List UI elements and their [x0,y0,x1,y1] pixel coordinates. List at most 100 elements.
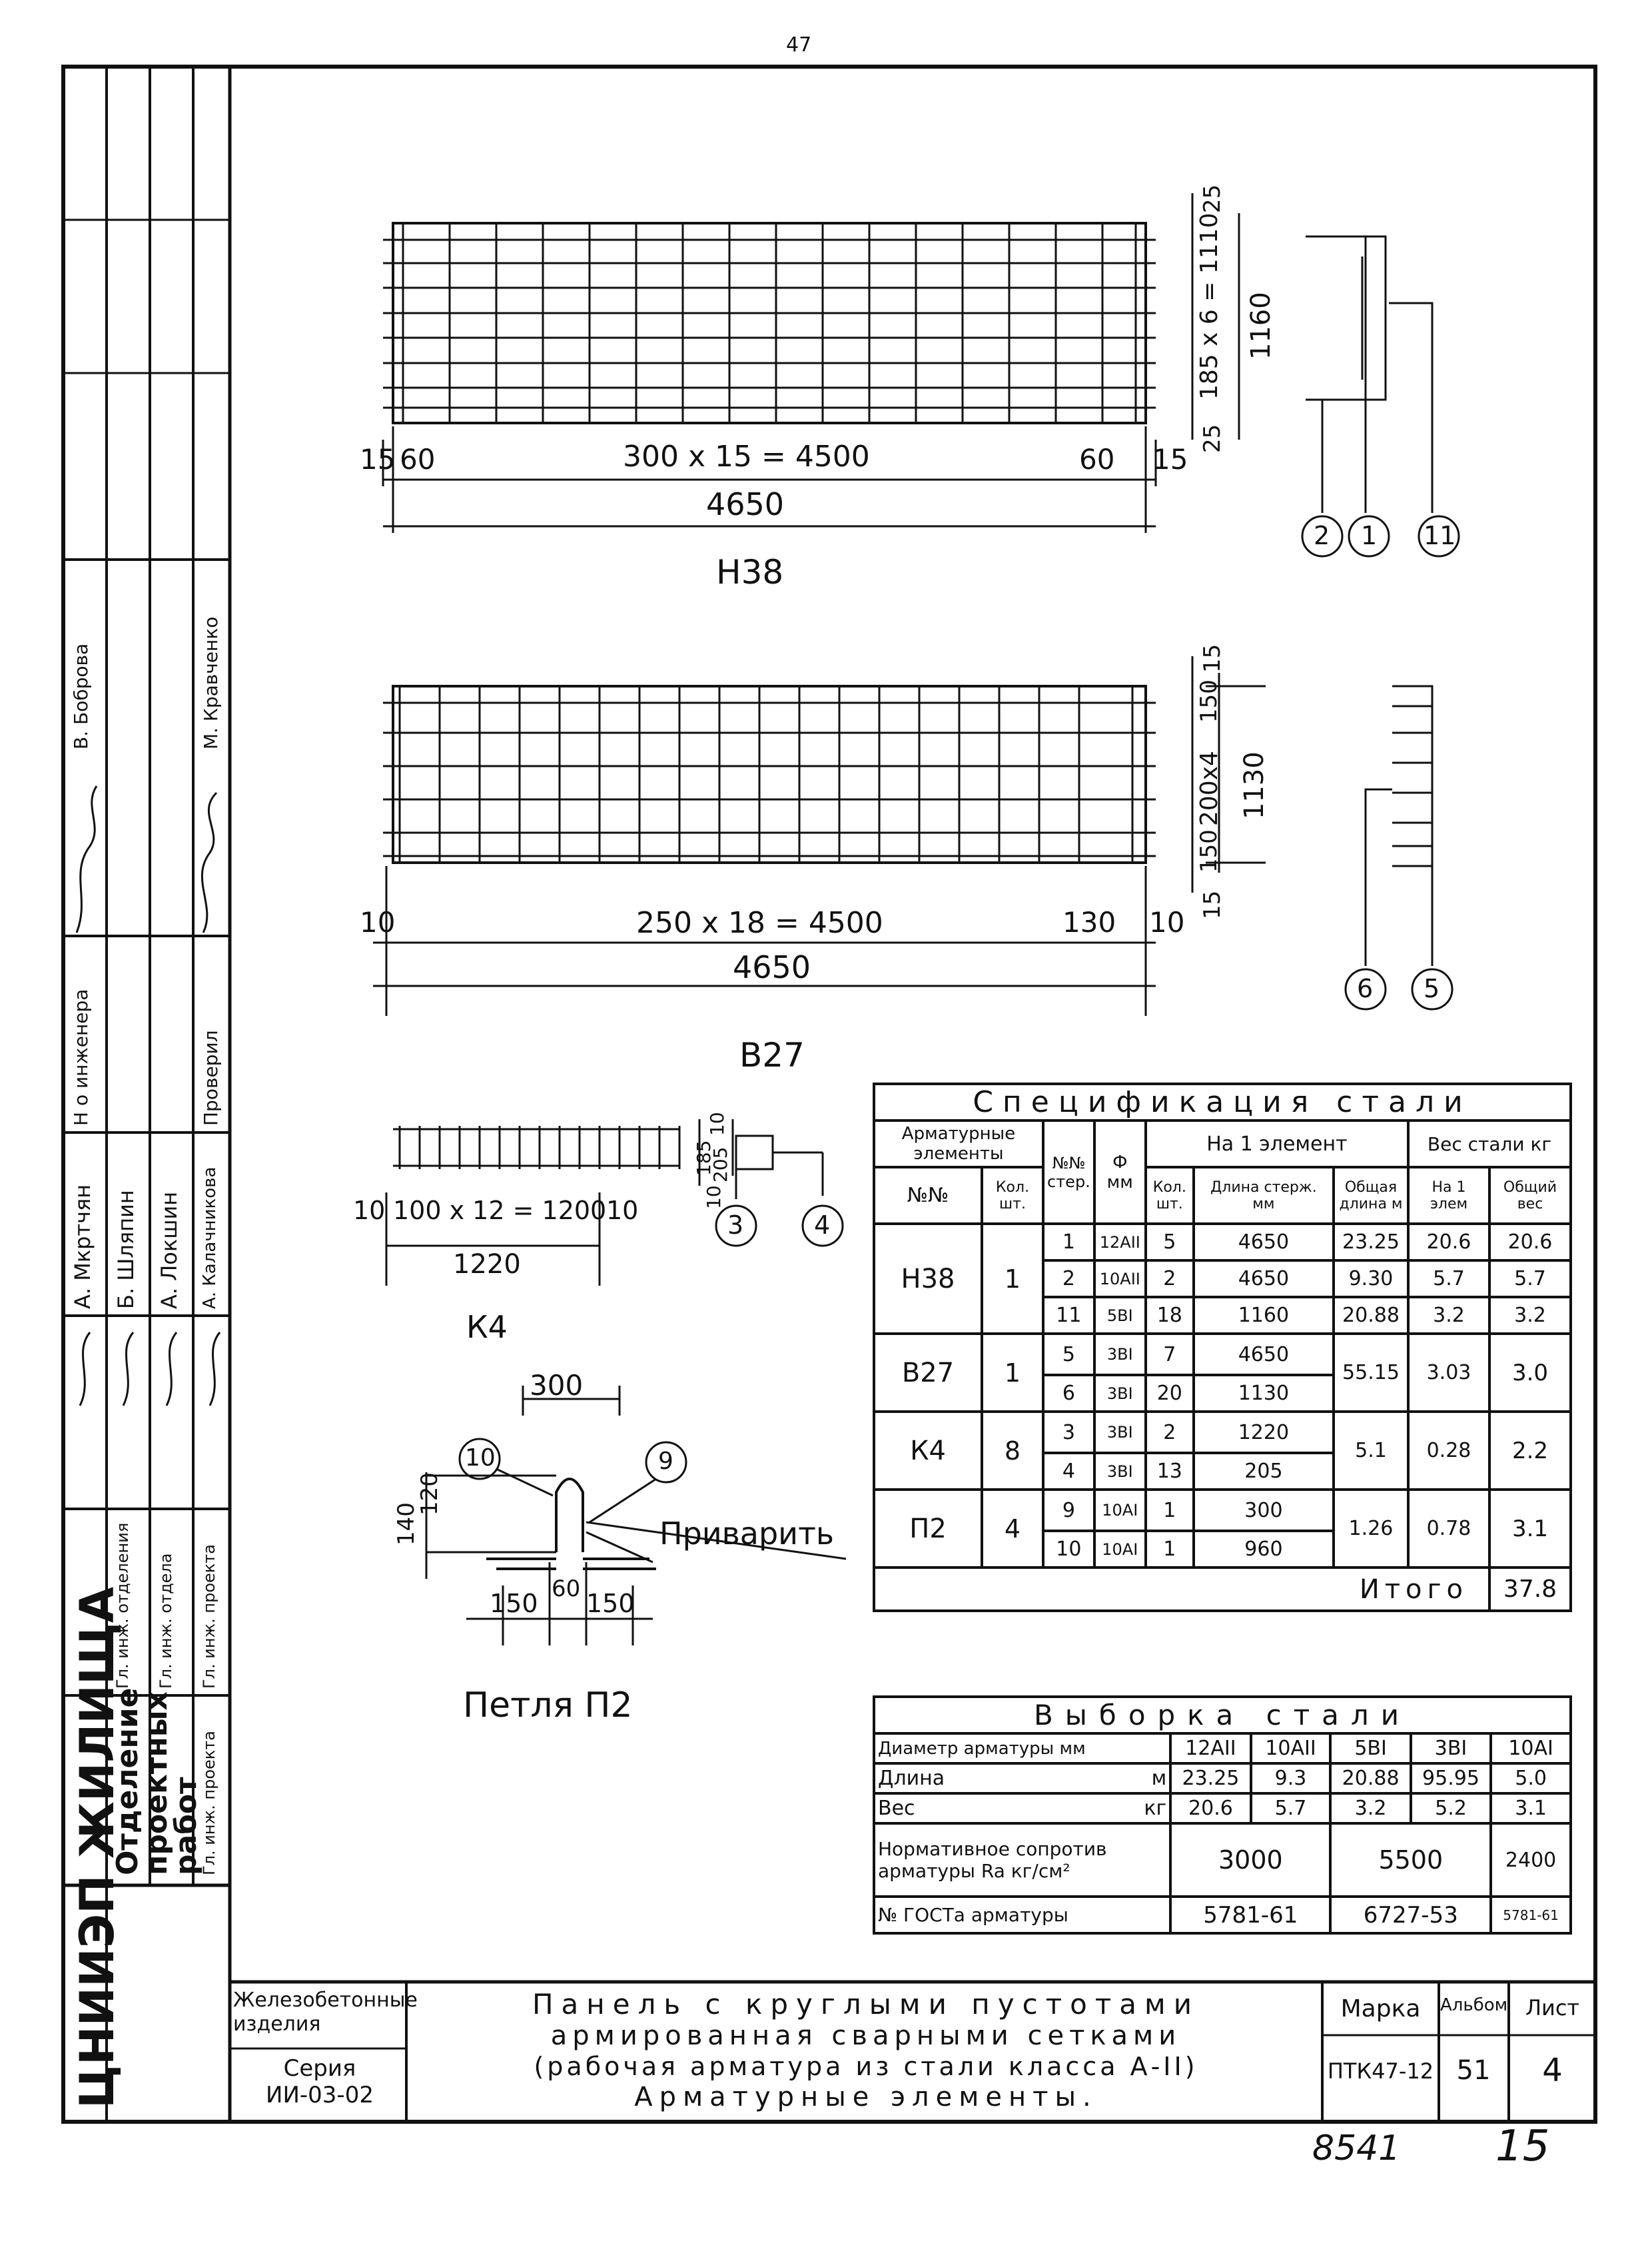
p2-mid: 60 [552,1576,581,1602]
b27-right-end: 130 [1062,906,1116,939]
p2-weld-note: Приварить [659,1516,834,1552]
spec-h-total-len: Общая длина м [1332,1166,1410,1225]
b27-v-span: 200x4 [1196,751,1223,826]
spec-row: 10 10АI 1 960 [874,1530,1571,1569]
k4-v-top: 10 [706,1112,728,1136]
spec-tl: 55.15 [1332,1332,1410,1413]
spec-no: 6 [1042,1374,1096,1413]
h38-name: Н38 [716,553,784,592]
spec-n: 2 [1144,1410,1195,1454]
spec-wt: 3.0 [1488,1332,1572,1413]
spec-n: 1 [1144,1530,1195,1569]
sample-gost-c: 5781-61 [1489,1895,1572,1935]
spec-no: 11 [1042,1296,1096,1335]
b27-span: 250 x 18 = 4500 [636,906,883,940]
page-number: 15 [1495,2122,1550,2171]
p2-h1: 140 [393,1502,420,1546]
mesh-h38 [382,193,1434,533]
cage-k4 [385,1119,844,1286]
spec-we: 3.03 [1407,1332,1491,1413]
spec-n: 20 [1144,1374,1195,1413]
spec-n: 1 [1144,1488,1195,1532]
b27-v-bottom: 150 [1196,829,1222,873]
sample-diam: 5ВI [1329,1732,1412,1765]
b27-callouts [1344,968,1453,1011]
spec-qty: 1 [981,1222,1044,1335]
spec-phi: 3ВI [1092,1410,1147,1454]
spec-tl: 5.1 [1332,1410,1410,1491]
stamp-role-4: Гл. инж. проекта [200,1731,218,1875]
h38-span: 300 x 15 = 4500 [623,440,870,474]
b27-right-edge: 10 [1149,906,1185,939]
spec-h-w-total: Общий вес [1488,1166,1572,1225]
tb-sheet-label: Лист [1525,1995,1580,2021]
h38-left-edge: 15 [360,443,396,476]
k4-callout-4: 4 [814,1210,831,1240]
h38-v-total: 1160 [1246,292,1276,360]
spec-phi: 5ВI [1092,1296,1147,1335]
tb-title-line-2: армированная сварными сетками [550,2021,1182,2051]
spec-tl: 1.26 [1332,1488,1410,1569]
sample-gost-label: № ГОСТа арматуры [872,1895,1172,1935]
spec-n: 18 [1144,1296,1195,1335]
spec-h-phi: Ф мм [1092,1119,1147,1225]
spec-wt: 2.2 [1488,1410,1572,1491]
sample-weight: 3.1 [1489,1792,1572,1825]
sample-diam: 3ВI [1409,1732,1493,1765]
spec-len: 1160 [1192,1296,1336,1335]
p2-callout-9: 9 [658,1448,673,1475]
p2-name: Петля П2 [463,1685,633,1725]
sample-weight-label: Вес [878,1797,915,1820]
p2-callout-10: 10 [465,1444,496,1472]
h38-v-span: 185 x 6 = 1110 [1196,213,1223,400]
p2-right: 150 [586,1589,635,1618]
sample-norm-label: Нормативное сопротив арматуры Ra кг/см² [872,1822,1172,1898]
tb-title-line-1: Панель с круглыми пустотами [532,1988,1200,2021]
spec-total-value: 37.8 [1488,1566,1572,1612]
top-mark: 47 [786,33,812,57]
stamp-dept: Отделение проектных работ [111,1687,203,1875]
sample-diam: 10АI [1489,1732,1572,1765]
spec-wt: 3.1 [1488,1488,1572,1569]
spec-phi: 10АI [1092,1488,1147,1532]
tb-album-label: Альбом [1440,1995,1508,2015]
spec-h-qty: Кол. шт. [981,1166,1044,1225]
spec-len: 300 [1192,1488,1336,1532]
spec-qty: 8 [981,1410,1044,1491]
b27-total: 4650 [733,949,811,985]
tb-title-line-4: Арматурные элементы. [634,2082,1098,2112]
k4-v-b: 205 [709,1146,731,1182]
spec-h-bar-no: №№ стер. [1042,1119,1096,1225]
sample-weight: 3.2 [1329,1792,1412,1825]
b27-v-bottom-edge: 15 [1199,890,1226,919]
spec-no: 1 [1042,1222,1096,1262]
stamp-role-2: Гл. инж. отдела [157,1553,175,1689]
spec-n: 2 [1144,1259,1195,1298]
spec-total-label: Итого [873,1566,1491,1612]
sample-len: 95.95 [1409,1762,1493,1795]
spec-row: В27 1 5 3ВI 7 4650 55.15 3.03 3.0 [873,1332,1572,1413]
h38-callout-1: 1 [1361,521,1378,550]
spec-no: 4 [1042,1452,1096,1491]
sample-gost-a: 5781-61 [1169,1895,1332,1935]
mesh-b27 [373,656,1434,1016]
spec-n: 7 [1144,1332,1195,1376]
spec-len: 4650 [1192,1222,1336,1262]
spec-wt: 3.2 [1488,1296,1572,1335]
b27-v-top: 150 [1196,679,1222,723]
tb-album-value: 51 [1456,2055,1491,2086]
h38-total: 4650 [706,486,785,522]
spec-no: 9 [1042,1488,1096,1532]
sample-len: 23.25 [1169,1762,1252,1795]
k4-right-edge: 10 [606,1196,639,1225]
h38-right-edge: 15 [1152,443,1188,476]
spec-row: К4 8 3 3ВI 2 1220 5.1 0.28 2.2 [873,1410,1572,1491]
sample-weight: 20.6 [1169,1792,1252,1825]
spec-no: 2 [1042,1259,1096,1298]
sample-len: 20.88 [1329,1762,1412,1795]
spec-wt: 20.6 [1488,1222,1572,1262]
spec-title: Спецификация стали [873,1083,1572,1122]
sample-diam: 10АII [1249,1732,1332,1765]
sample-norm-a: 3000 [1169,1822,1332,1898]
